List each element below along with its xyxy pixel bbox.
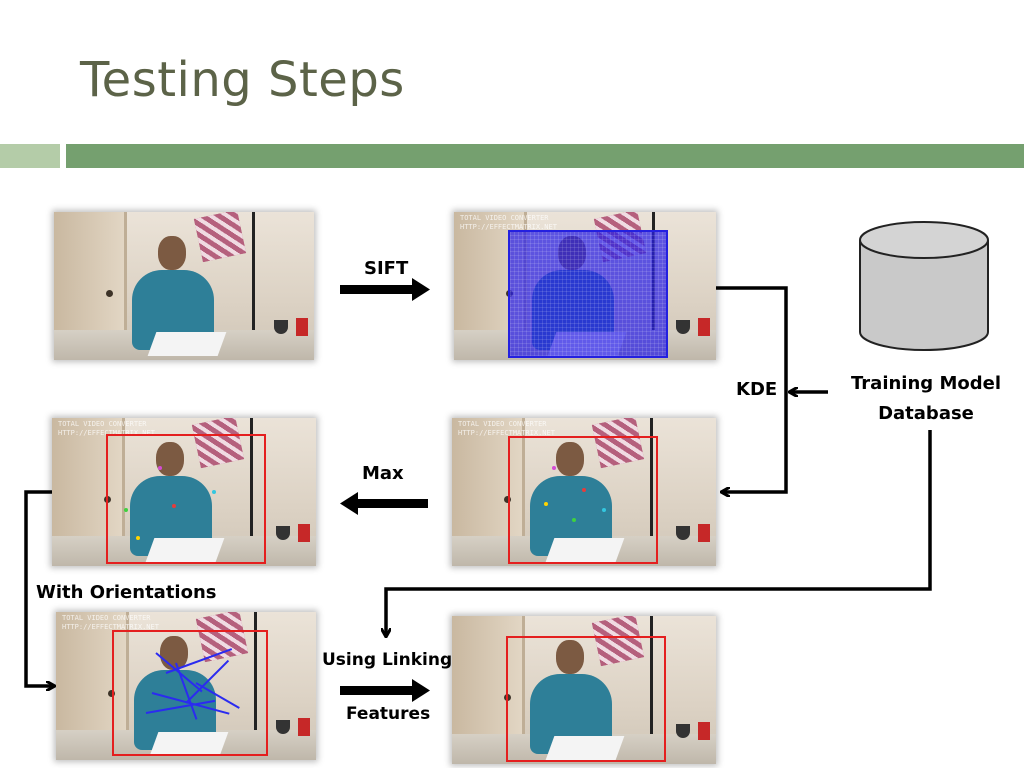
slide-title: Testing Steps [80, 52, 405, 108]
label-sift: SIFT [364, 258, 409, 279]
arrow-sift [340, 278, 430, 301]
label-max: Max [362, 463, 404, 484]
database-icon [859, 221, 989, 351]
arrow-linking [340, 679, 430, 702]
label-using-linking: Using Linking [322, 650, 453, 670]
label-features: Features [346, 704, 431, 724]
bounding-box [112, 630, 268, 756]
connector-db-to-linking [386, 430, 932, 636]
bounding-box [508, 436, 658, 564]
video-frame-final [452, 616, 716, 764]
label-with-orientations: With Orientations [36, 582, 217, 603]
video-frame-original [54, 212, 314, 360]
connector-max-to-orientations [24, 490, 54, 686]
label-training-model: Training Model Database [851, 373, 1001, 424]
accent-bar-light [0, 144, 60, 168]
label-kde: KDE [736, 379, 778, 400]
bounding-box [106, 434, 266, 564]
connector-sift-to-kde [716, 286, 788, 492]
arrow-max [340, 492, 428, 515]
accent-bar [66, 144, 1024, 168]
bounding-box [506, 636, 666, 762]
sift-feature-region [508, 230, 668, 358]
